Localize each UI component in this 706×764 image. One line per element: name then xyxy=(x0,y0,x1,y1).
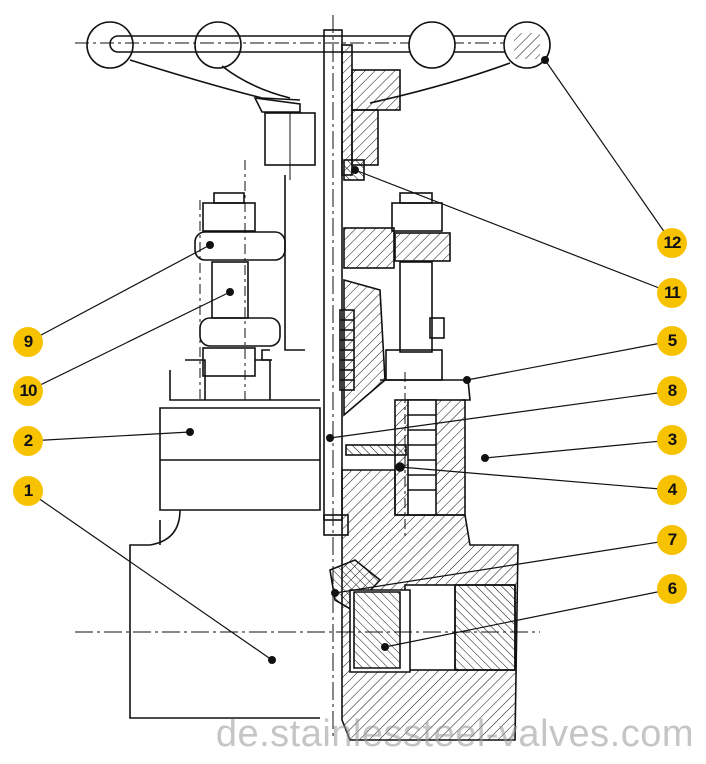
yoke-sleeve xyxy=(264,69,401,181)
part-label-2: 2 xyxy=(13,426,43,456)
part-label-5: 5 xyxy=(657,326,687,356)
part-label-9: 9 xyxy=(13,327,43,357)
part-label-4: 4 xyxy=(657,475,687,505)
body xyxy=(75,469,540,741)
part-label-6: 6 xyxy=(657,574,687,604)
part-label-12: 12 xyxy=(657,228,687,258)
part-label-1: 1 xyxy=(13,476,43,506)
leader-dots xyxy=(186,56,549,664)
bonnet xyxy=(159,160,471,540)
handwheel xyxy=(75,21,551,113)
watermark: de.stainlessteel-valves.com xyxy=(215,713,694,755)
part-label-10: 10 xyxy=(13,376,43,406)
yoke xyxy=(261,175,395,417)
part-label-3: 3 xyxy=(657,425,687,455)
valve-outline xyxy=(75,15,551,741)
part-label-11: 11 xyxy=(657,278,687,308)
part-label-7: 7 xyxy=(657,525,687,555)
stem xyxy=(323,15,353,740)
gland-flange-left xyxy=(194,192,286,377)
part-label-8: 8 xyxy=(657,376,687,406)
leader-lines xyxy=(27,59,673,661)
gland-bolt-right xyxy=(385,192,451,381)
